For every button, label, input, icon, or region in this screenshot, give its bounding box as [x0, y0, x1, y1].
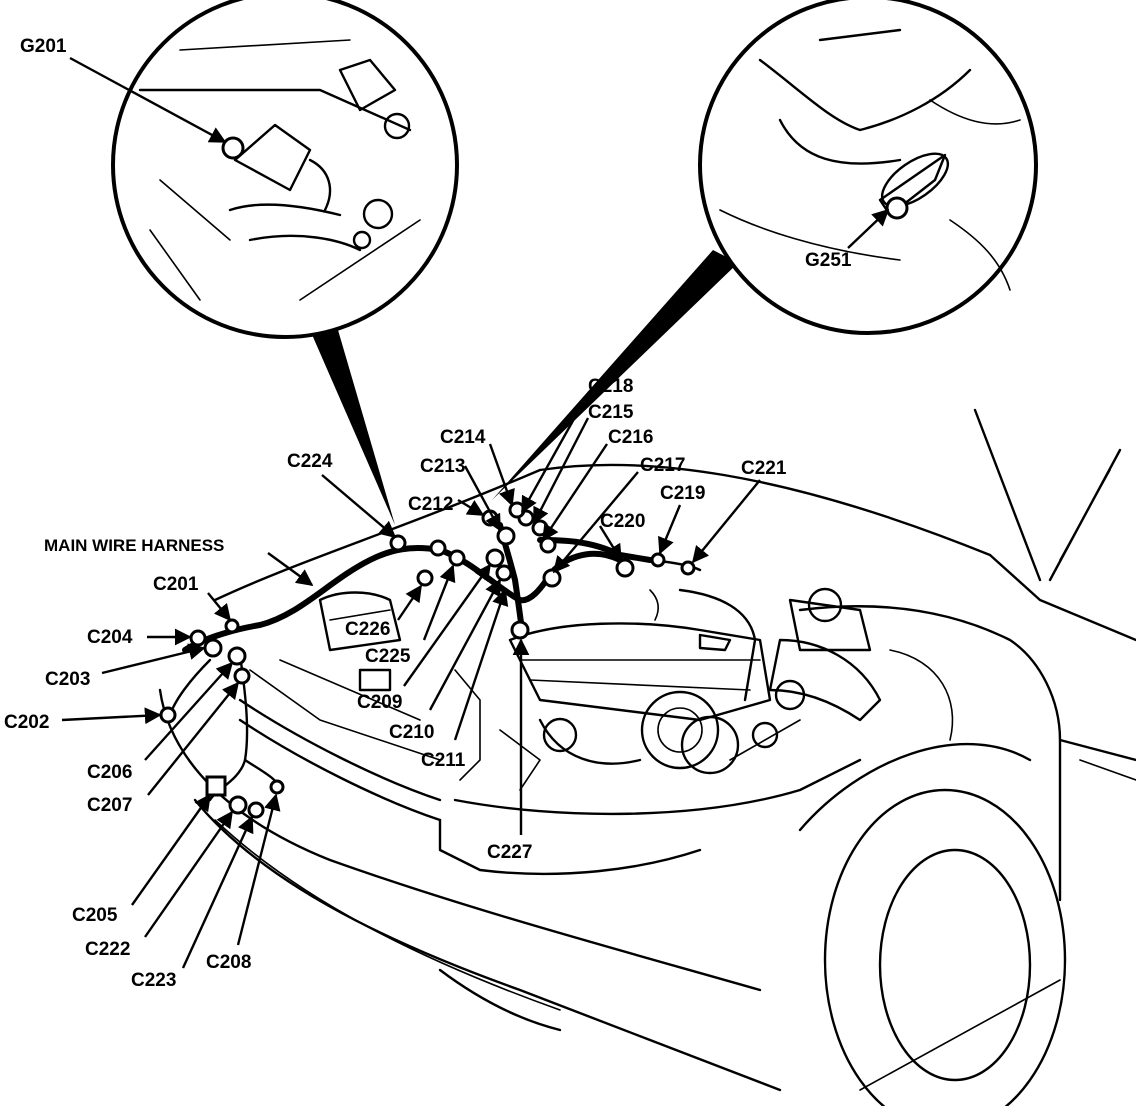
label-c220: C220	[600, 511, 645, 532]
label-main-wire-harness: MAIN WIRE HARNESS	[44, 536, 224, 555]
label-c203: C203	[45, 669, 90, 690]
label-c211: C211	[421, 750, 466, 771]
label-g201: G201	[20, 36, 67, 57]
label-c217: C217	[640, 455, 685, 476]
label-c223: C223	[131, 970, 176, 991]
label-c222: C222	[85, 939, 130, 960]
label-c202: C202	[4, 712, 49, 733]
label-c226: C226	[345, 619, 390, 640]
label-c218: C218	[588, 376, 633, 397]
label-c221: C221	[741, 458, 787, 479]
label-c227: C227	[487, 842, 532, 863]
engine-components	[249, 587, 954, 791]
label-c214: C214	[440, 427, 486, 448]
label-c219: C219	[660, 483, 705, 504]
label-c224: C224	[287, 451, 333, 472]
inset-left	[111, 0, 459, 525]
label-g251: G251	[805, 250, 852, 271]
label-c225: C225	[365, 646, 411, 667]
label-c204: C204	[87, 627, 133, 648]
label-c213: C213	[420, 456, 465, 477]
label-c209: C209	[357, 692, 402, 713]
inset-right	[492, 0, 1038, 500]
label-c212: C212	[408, 494, 453, 515]
leader-lines	[61, 56, 890, 969]
label-c205: C205	[72, 905, 118, 926]
label-c215: C215	[588, 402, 634, 423]
label-c210: C210	[389, 722, 434, 743]
label-c201: C201	[153, 574, 199, 595]
label-c206: C206	[87, 762, 132, 783]
label-c216: C216	[608, 427, 653, 448]
car-body	[158, 408, 1136, 1106]
label-c208: C208	[206, 952, 251, 973]
label-c207: C207	[87, 795, 132, 816]
